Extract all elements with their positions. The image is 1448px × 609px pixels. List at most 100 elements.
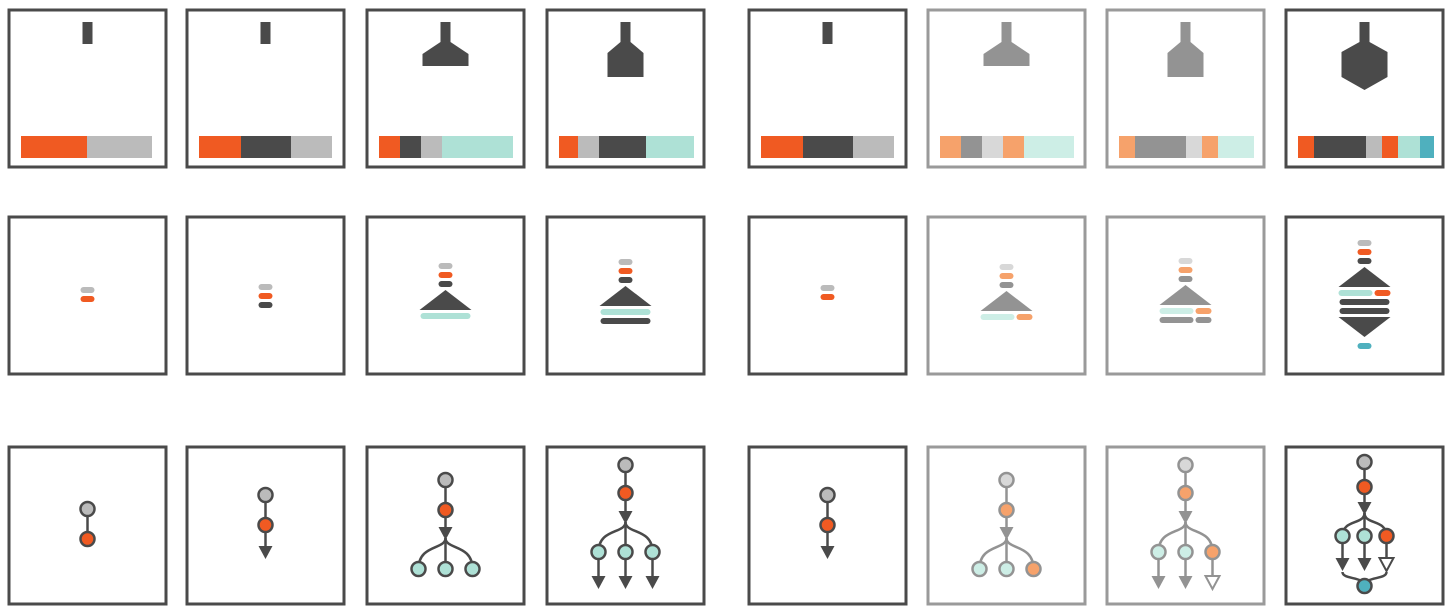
tree-node [617,484,634,502]
bar-segment [646,136,694,158]
tree-node [437,471,454,489]
arrow-head [1178,576,1193,589]
stick-glyph [260,22,271,44]
arrow-head [1151,576,1166,589]
tree-node [1356,478,1373,496]
bar-segment [1340,136,1366,158]
panel-6-glyph-box [926,8,1087,169]
triangle-up-shape [980,291,1033,311]
tree-node [819,486,836,504]
panel-8-tree-box [1284,445,1445,606]
tree-node [1177,484,1194,502]
bar-segment [1218,136,1254,158]
panel-3-stack-box [365,215,526,376]
pill [980,314,1015,320]
pill [1159,317,1194,323]
pill [1357,249,1372,255]
triangle-down-shape [1338,317,1391,337]
tree-node [1177,456,1194,474]
funnel-glyph [422,22,469,66]
pill [1339,299,1390,305]
pill [999,264,1014,270]
pill [618,277,633,283]
panel-4-tree-box [545,445,706,606]
pill [600,318,651,324]
panel-5-tree-box [747,445,908,606]
bar-segment [853,136,894,158]
triangle-up-shape [1338,267,1391,287]
panel-3-tree-box [365,445,526,606]
bar-segment [379,136,400,158]
arrow-head [1178,511,1193,524]
panel-1-glyph-box [7,8,168,169]
panel-5-stack-box [747,215,908,376]
tree-node [1204,543,1221,561]
tree-node [257,486,274,504]
arrow-head [591,576,606,589]
panel-1-stack-box [7,215,168,376]
bar-segment [623,136,646,158]
bar-segment [599,136,623,158]
tree-node [1025,560,1042,578]
tree-node [998,471,1015,489]
panel-8-glyph-box [1284,8,1445,169]
bar-segment [961,136,982,158]
panel-2-tree-box [185,445,346,606]
bar-segment [466,136,490,158]
pill [1178,276,1193,282]
bar-segment [21,136,87,158]
arrow-head [438,527,453,540]
tree-node [971,560,988,578]
pill [618,259,633,265]
panel-4-stack-box [545,215,706,376]
bar-segment [421,136,442,158]
tree-node [1378,527,1395,545]
pill [80,296,95,302]
bar-segment [1382,136,1398,158]
tree-node [1150,543,1167,561]
panel-1-tree-box [7,445,168,606]
triangle-up-shape [599,286,652,306]
panel-7-tree-box [1105,445,1266,606]
bar-segment [490,136,513,158]
pill [1357,240,1372,246]
bar-segment [578,136,599,158]
pill [438,281,453,287]
bar-segment [828,136,853,158]
tree-node [644,543,661,561]
panel-7-glyph-box [1105,8,1266,169]
tree-node [617,456,634,474]
tree-node [79,500,96,518]
arrow-head [1203,575,1222,592]
pill [1339,308,1390,314]
bar-segment [803,136,828,158]
pill [1016,314,1033,320]
panel-2-stack-box [185,215,346,376]
frame [7,215,168,376]
bar-segment [1135,136,1161,158]
pill [600,309,651,315]
pill [420,313,471,319]
pill [438,272,453,278]
tree-node [617,543,634,561]
tree-node [1334,527,1351,545]
bar-segment [266,136,291,158]
tree-node [998,560,1015,578]
panel-7-stack-box [1105,215,1266,376]
pill [80,287,95,293]
arrow-head [258,546,273,559]
panel-6-tree-box [926,445,1087,606]
bar-segment [559,136,578,158]
pill [438,263,453,269]
pill [1159,308,1194,314]
bar-segment [442,136,466,158]
panel-2-glyph-box [185,8,346,169]
tree-node [1356,577,1373,595]
bar-segment [241,136,266,158]
hexagon-glyph [1341,22,1388,90]
triangle-up-shape [419,290,472,310]
pill [1338,290,1373,296]
arrow-head [1357,502,1372,515]
arrow-head [645,576,660,589]
